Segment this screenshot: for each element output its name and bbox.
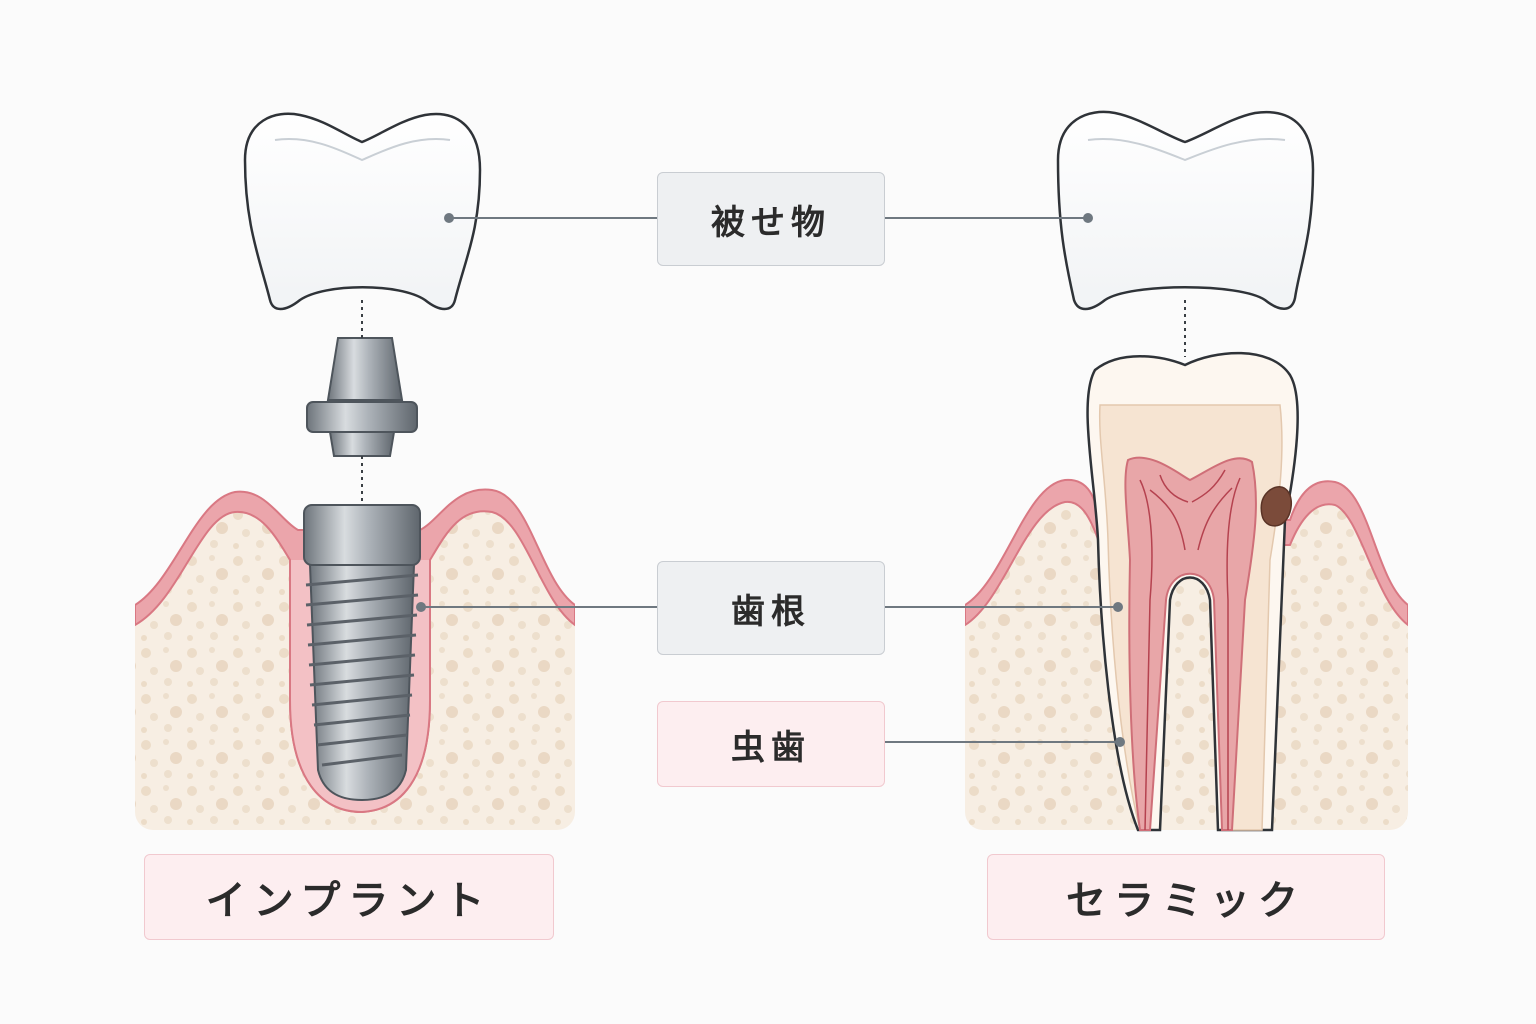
leader-lines — [421, 217, 1120, 743]
pulp — [1124, 456, 1257, 831]
implant-crown-icon — [243, 112, 482, 311]
natural-gum — [965, 478, 1408, 628]
implant-label: インプラント — [144, 854, 554, 940]
leader-dots — [416, 213, 1125, 747]
ceramic-label: セラミック — [987, 854, 1385, 940]
crown-label: 被せ物 — [657, 172, 885, 266]
abutment-icon — [306, 337, 418, 457]
caries-label: 虫歯 — [657, 701, 885, 787]
ceramic-crown-icon — [1056, 110, 1315, 311]
caries-spot-icon — [1260, 486, 1292, 527]
tooth-cross-section-icon — [1086, 351, 1299, 832]
implant-screw-icon — [303, 504, 421, 802]
root-label: 歯根 — [657, 561, 885, 655]
